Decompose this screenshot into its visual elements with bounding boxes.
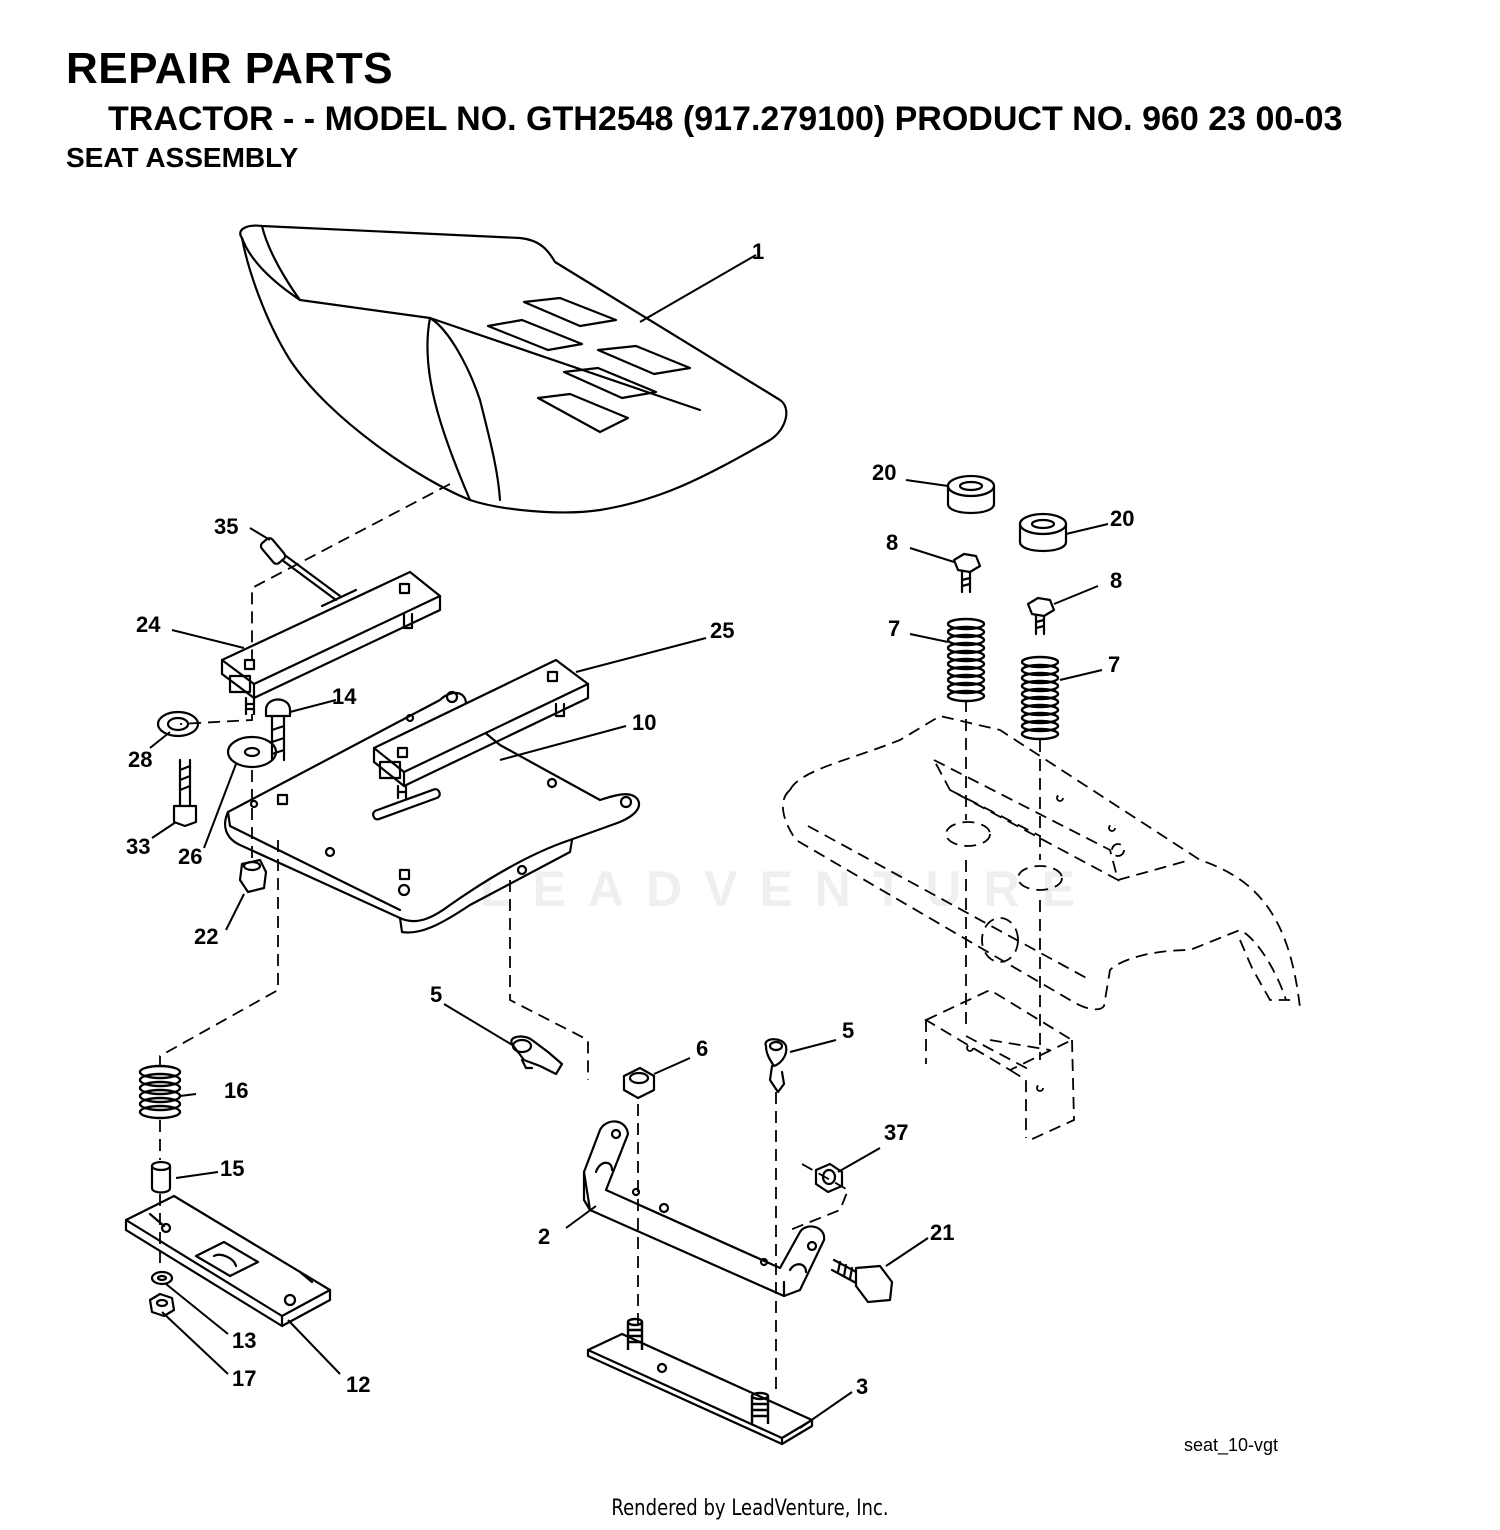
- callout-28: 28: [128, 747, 152, 772]
- nut-13-part[interactable]: [150, 1270, 174, 1286]
- footer-credit: Rendered by LeadVenture, Inc.: [611, 1496, 889, 1521]
- callout-8-right: 8: [1110, 568, 1122, 593]
- callout-7-right: 7: [1108, 652, 1120, 677]
- model-subtitle: TRACTOR - - MODEL NO. GTH2548 (917.27910…: [108, 100, 1343, 138]
- callout-8-left: 8: [886, 530, 898, 555]
- nut-22-part[interactable]: [238, 858, 268, 894]
- callout-22: 22: [194, 924, 218, 949]
- lever-rod-part[interactable]: [259, 537, 342, 602]
- shoulder-bolt-21-part[interactable]: [830, 1258, 894, 1304]
- callout-10: 10: [632, 710, 656, 735]
- section-title: SEAT ASSEMBLY: [66, 142, 299, 173]
- callout-33: 33: [126, 834, 150, 859]
- bolt-8-right-part[interactable]: [1026, 596, 1056, 636]
- callout-21: 21: [930, 1220, 954, 1245]
- callout-20-left: 20: [872, 460, 896, 485]
- spacer-20-left-part[interactable]: [946, 474, 996, 514]
- callout-14: 14: [332, 684, 357, 709]
- carriage-bolt-14-part[interactable]: [264, 698, 292, 762]
- slide-rail-right-part[interactable]: [372, 658, 590, 800]
- page-title: REPAIR PARTS: [66, 44, 394, 93]
- washer-26-part[interactable]: [226, 735, 278, 769]
- clip-5-left-part[interactable]: [510, 1035, 564, 1076]
- callout-13: 13: [232, 1328, 256, 1353]
- bolt-33-part[interactable]: [172, 758, 198, 828]
- spring-7-left-part[interactable]: [946, 617, 986, 703]
- callout-7-left: 7: [888, 616, 900, 641]
- callout-12: 12: [346, 1372, 370, 1397]
- bracket-2-part[interactable]: [582, 1120, 826, 1298]
- callout-25: 25: [710, 618, 734, 643]
- nut-17-part[interactable]: [148, 1292, 176, 1318]
- leader-lines: [149, 254, 1109, 1429]
- callout-24: 24: [136, 612, 161, 637]
- callout-15: 15: [220, 1156, 244, 1181]
- figure-code: seat_10-vgt: [1184, 1435, 1278, 1456]
- spacer-20-right-part[interactable]: [1018, 512, 1068, 552]
- watermark: LEADVENTURE: [480, 861, 1098, 917]
- callout-2: 2: [538, 1224, 550, 1249]
- callout-3: 3: [856, 1374, 868, 1399]
- plate-3-part[interactable]: [586, 1317, 814, 1446]
- callout-1: 1: [752, 239, 764, 264]
- callout-5-left: 5: [430, 982, 442, 1007]
- callout-37: 37: [884, 1120, 908, 1145]
- spring-7-right-part[interactable]: [1020, 655, 1060, 741]
- callout-20-right: 20: [1110, 506, 1134, 531]
- callout-17: 17: [232, 1366, 256, 1391]
- nut-37-part[interactable]: [814, 1162, 844, 1194]
- clip-5-right-part[interactable]: [764, 1038, 788, 1094]
- bracket-12-part[interactable]: [124, 1194, 332, 1328]
- washer-28-part[interactable]: [156, 710, 200, 738]
- callout-16: 16: [224, 1078, 248, 1103]
- spring-16-part[interactable]: [138, 1064, 182, 1120]
- fender-reference: [782, 715, 1301, 1141]
- seat-part[interactable]: [239, 224, 788, 514]
- nut-6-part[interactable]: [622, 1066, 656, 1100]
- bolt-8-left-part[interactable]: [952, 552, 982, 594]
- alignment-lines: [159, 483, 1041, 1390]
- callout-labels: 1 2 3 5 5 6 7 7 8 8 10 12 13 14 15 16 17…: [126, 239, 1278, 1456]
- callout-35: 35: [214, 514, 238, 539]
- slide-rail-left-part[interactable]: [220, 570, 442, 716]
- spacer-15-part[interactable]: [150, 1160, 172, 1194]
- callout-6: 6: [696, 1036, 708, 1061]
- callout-26: 26: [178, 844, 202, 869]
- callout-5-right: 5: [842, 1018, 854, 1043]
